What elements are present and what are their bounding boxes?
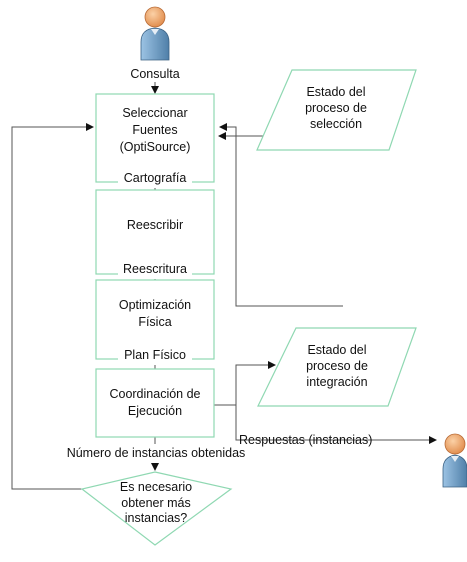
label-query: Consulta [130,67,179,81]
node-decision-line2: obtener más [121,496,190,510]
node-coord-line1: Coordinación de [109,387,200,401]
node-coord-line2: Ejecución [128,404,182,418]
node-select-line2: Fuentes [132,123,177,137]
node-optimize-line2: Física [138,315,171,329]
label-instances-obtained: Número de instancias obtenidas [67,446,246,460]
node-decision: Es necesario obtener más instancias? [80,471,233,546]
node-integration-line1: Estado del [307,343,366,357]
node-optimize-line1: Optimización [119,298,191,312]
connectors [11,79,437,490]
node-selection-line3: selección [310,117,362,131]
user-icon [442,433,467,488]
user-icon [140,6,170,61]
node-integration-line3: integración [306,375,367,389]
edge-loop-back [11,123,94,490]
edge-integration-to-select [219,123,343,307]
edge-responses [214,404,437,444]
node-selection-line1: Estado del [306,85,365,99]
label-rewriting: Reescritura [123,262,187,276]
node-decision-line3: instancias? [125,511,188,525]
node-decision-line1: Es necesario [120,480,192,494]
node-select-line1: Seleccionar [122,106,187,120]
node-integration-state: Estado del proceso de integración [257,327,417,407]
node-execution-coordination: Coordinación de Ejecución [95,368,215,438]
label-physical-plan: Plan Físico [124,348,186,362]
node-physical-optimization: Optimización Física [95,279,215,360]
node-selection-line2: proceso de [305,101,367,115]
label-mapping: Cartografía [124,171,187,185]
node-rewrite-label: Reescribir [127,218,183,232]
node-select-line3: (OptiSource) [120,140,191,154]
node-select-sources: Seleccionar Fuentes (OptiSource) [95,93,215,183]
label-responses: Respuestas (instancias) [239,433,372,447]
node-integration-line2: proceso de [306,359,368,373]
edge-labels: Consulta Cartografía Reescritura Plan Fí… [60,66,372,461]
node-selection-state: Estado del proceso de selección [256,69,417,151]
node-rewrite: Reescribir [95,189,215,275]
